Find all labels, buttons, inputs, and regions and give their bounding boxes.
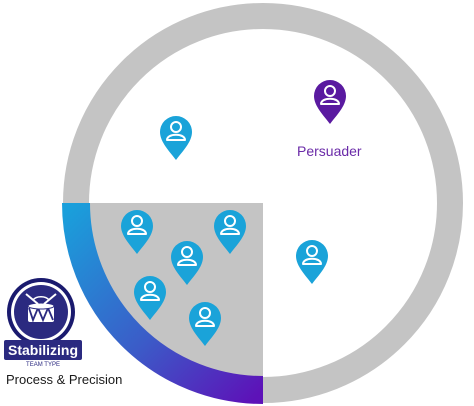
badge-title: Stabilizing xyxy=(8,342,78,358)
member-pin-7[interactable] xyxy=(295,239,329,285)
quadrant-zone xyxy=(76,203,263,390)
drum-icon xyxy=(25,293,57,323)
badge-subtitle: TEAM TYPE xyxy=(26,362,60,368)
stabilizing-badge: Stabilizing TEAM TYPE xyxy=(2,276,84,368)
persuader-pin[interactable] xyxy=(313,79,347,125)
persuader-label: Persuader xyxy=(297,143,362,159)
member-pin-1[interactable] xyxy=(159,115,193,161)
process-precision-label: Process & Precision xyxy=(6,372,123,387)
highlight-arc xyxy=(62,202,264,404)
